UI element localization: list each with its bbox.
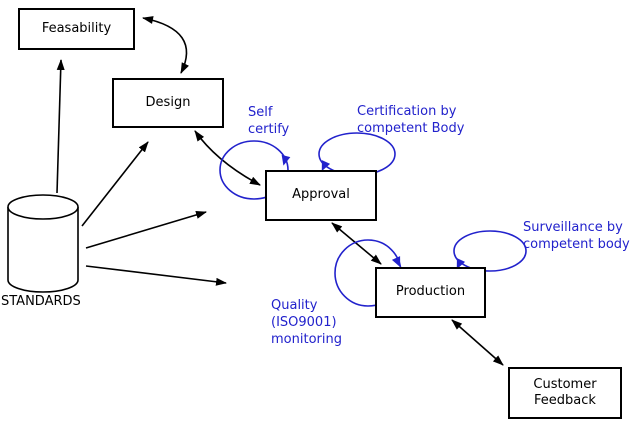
loop-certification-arrowhead [321, 160, 331, 172]
arrow-feasability-design [142, 16, 189, 74]
annotation-surveillance: Surveillance by competent body [523, 220, 630, 252]
arrow-standards-to-design [81, 141, 149, 227]
node-design: Design [112, 78, 224, 128]
loop-surveillance-circle [453, 230, 527, 272]
node-production: Production [375, 267, 486, 318]
annotation-quality: Quality (ISO9001) monitoring [271, 298, 342, 347]
standards-label: STANDARDS [1, 294, 81, 309]
annotation-self-certify: Self certify [248, 105, 290, 137]
cylinder-top [7, 194, 79, 220]
arrow-design-approval [194, 130, 261, 186]
node-approval: Approval [265, 170, 377, 221]
arrow-approval-production [331, 222, 382, 265]
loop-surveillance-icon [453, 230, 527, 272]
arrow-standards-to-production [85, 265, 227, 286]
loop-certification-circle [318, 132, 396, 176]
node-customer-feedback: Customer Feedback [508, 367, 622, 419]
loop-surveillance-arrowhead [456, 258, 466, 270]
loop-certification-icon [318, 132, 396, 176]
loop-self-certify-arrowhead [281, 154, 291, 166]
annotation-certification: Certification by competent Body [357, 104, 465, 136]
arrow-standards-to-approval [85, 211, 207, 249]
node-feasability: Feasability [18, 8, 135, 50]
cylinder-body [7, 207, 79, 293]
arrow-production-customer-feedback [451, 319, 504, 366]
standards-cylinder-shape [7, 194, 79, 293]
loop-quality-arrowhead [391, 256, 401, 268]
arrow-standards-to-feasability [56, 59, 65, 194]
